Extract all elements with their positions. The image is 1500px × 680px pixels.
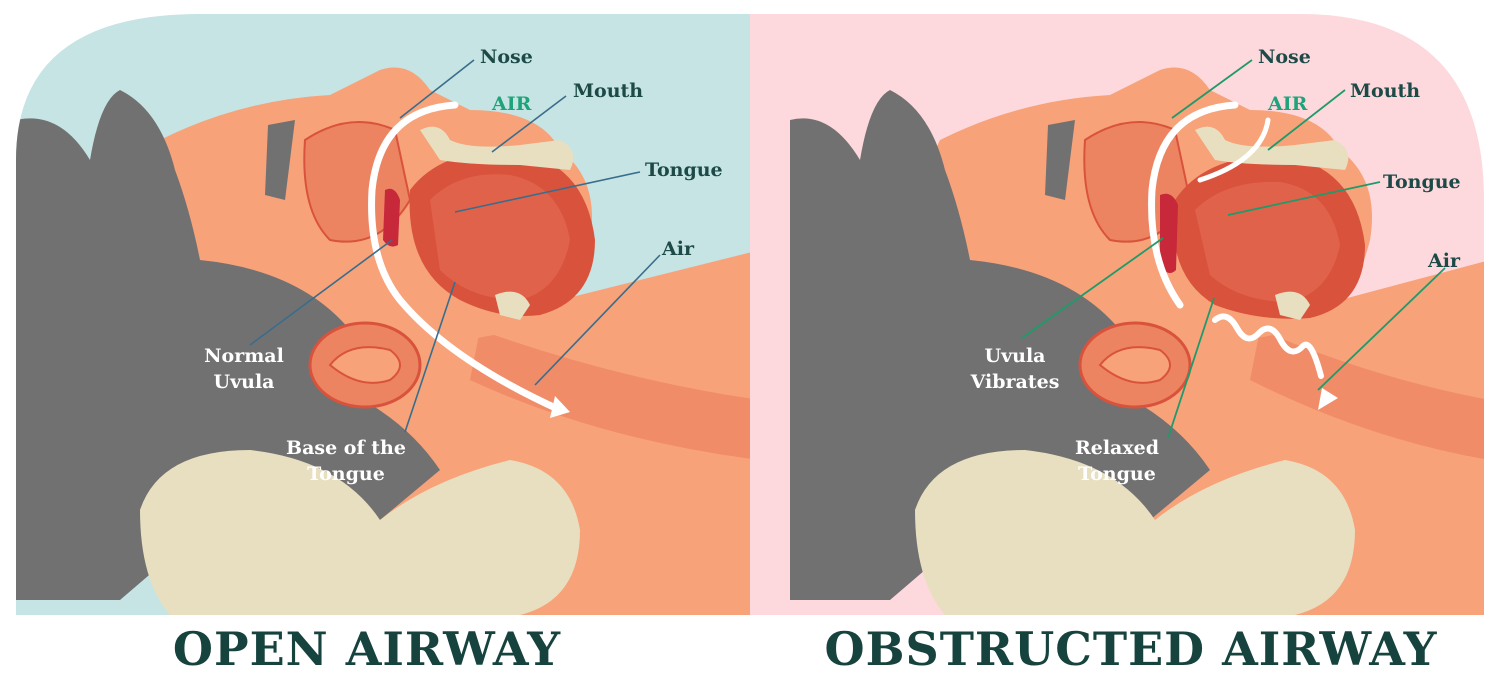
uvula [1160,193,1178,274]
ear-inner [328,346,401,384]
label-uvula-line2: Vibrates [970,371,1060,393]
closed-eye [1045,120,1075,200]
label-air-top: AIR [491,93,532,115]
tongue-highlight [430,174,570,300]
label-tongue: Tongue [645,159,723,181]
label-air: Air [661,238,695,260]
airflow-arrow [1148,101,1239,309]
label-mouth: Mouth [1350,80,1420,102]
closed-eye [265,120,295,200]
uvula [383,188,400,247]
neck-shadow [470,330,750,460]
airflow-arrowhead [1318,388,1338,410]
label-base-line2: Tongue [307,463,385,485]
ear-inner [1098,346,1171,384]
label-relaxed-line2: Tongue [1078,463,1156,485]
hyoid-bone [1275,291,1310,320]
airflow-arrow [368,101,564,414]
airflow-arrowhead [550,396,570,418]
hyoid-bone [495,291,530,320]
turbulent-airflow-arrow [1212,313,1324,379]
label-uvula-line1: Normal [204,345,284,367]
hair [16,90,440,600]
tongue-highlight [1195,181,1340,302]
label-relaxed-line1: Relaxed [1075,437,1159,459]
label-tongue: Tongue [1383,171,1461,193]
label-base-line1: Base of the [286,437,406,459]
label-air-top: AIR [1267,93,1308,115]
label-air: Air [1427,250,1461,272]
mouth-airflow-arrow [1197,117,1271,183]
pillow [915,450,1355,615]
panel-title-open: OPEN AIRWAY [173,622,561,676]
palate-bone [1195,126,1349,170]
hair [790,90,1210,600]
obstructed-airway-panel: Nose AIR Mouth Tongue Air Uvula Vibrates… [750,14,1484,676]
label-uvula-line1: Uvula [985,345,1046,367]
label-uvula-line2: Uvula [214,371,275,393]
panel-title-obstructed: OBSTRUCTED AIRWAY [825,622,1438,676]
label-nose: Nose [480,46,533,68]
open-leader-lines [249,59,661,433]
pillow [140,450,580,615]
label-mouth: Mouth [573,80,643,102]
neck-shadow [1250,330,1484,460]
label-nose: Nose [1258,46,1311,68]
obstructed-leader-lines [1021,59,1446,439]
open-airway-panel: Nose AIR Mouth Tongue Air Normal Uvula B… [16,14,750,676]
